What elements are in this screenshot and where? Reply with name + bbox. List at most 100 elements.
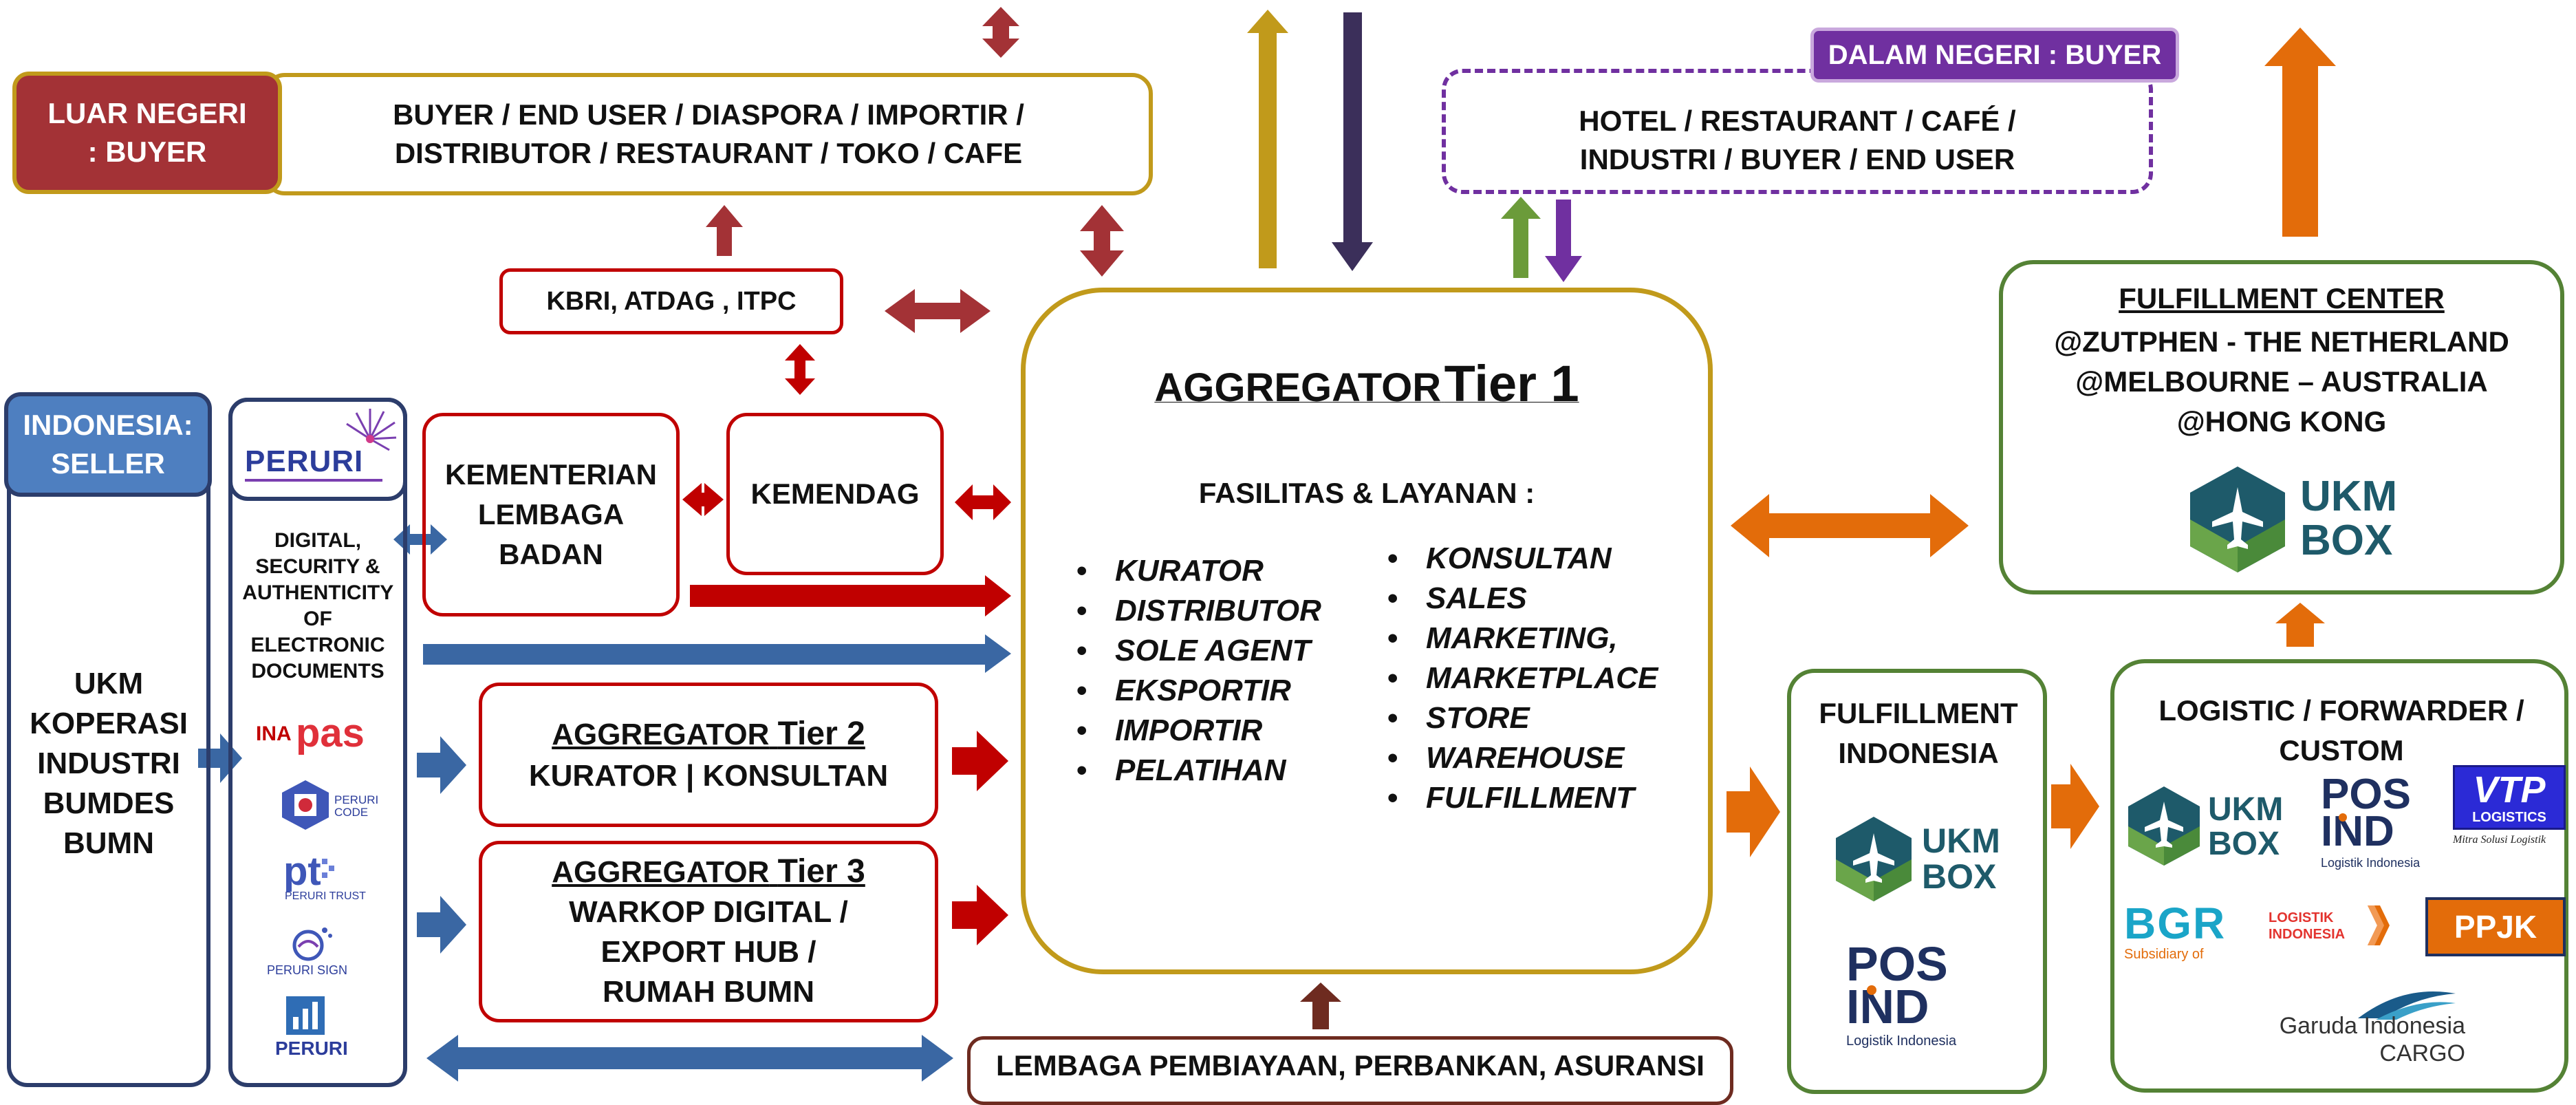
bgr-right: LOGISTIK INDONESIA xyxy=(2269,910,2346,942)
red-arrow-tier2 xyxy=(952,731,1008,791)
red-double-horizontal-kemendag xyxy=(955,484,1011,520)
kemendag-box: KEMENDAG xyxy=(726,413,944,575)
peruri-graph-text: PERURI xyxy=(275,1038,348,1059)
maroon-up-arrow-lembaga xyxy=(1300,983,1341,1029)
bgr-chevron-icon xyxy=(2368,905,2390,945)
service-item: MARKETING, xyxy=(1378,619,1658,658)
blue-arrow-tier3 xyxy=(417,896,466,954)
red-double-horizontal-kbri xyxy=(885,289,991,333)
peruri-code-text: PERURI CODE xyxy=(334,793,379,819)
peruri-description-text: DIGITAL, SECURITY & AUTHENTICITY OF ELEC… xyxy=(242,529,394,683)
tier2-sub: KURATOR | KONSULTAN xyxy=(528,758,889,793)
luar-negeri-label: LUAR NEGERI : BUYER xyxy=(12,72,282,194)
tier3-tier: Tier 3 xyxy=(777,852,865,890)
kemendag-text: KEMENDAG xyxy=(750,478,920,510)
service-item: EKSPORTIR xyxy=(1067,671,1321,711)
seller-list: UKM KOPERASI INDUSTRI BUMDES BUMN xyxy=(30,661,188,867)
orange-small-up-arrow xyxy=(2275,603,2325,647)
seller-list-text: UKM KOPERASI INDUSTRI BUMDES BUMN xyxy=(30,667,188,860)
kementerian-text: KEMENTERIAN LEMBAGA BADAN xyxy=(445,458,658,570)
location-item: @MELBOURNE – AUSTRALIA xyxy=(2075,365,2488,398)
peruri-trust-text: PERURI TRUST xyxy=(285,890,366,902)
vtp-logo: VTP LOGISTICS Mitra Solusi Logistik xyxy=(2453,765,2567,861)
aggregator-tier2-box: AGGREGATOR Tier 2 KURATOR | KONSULTAN xyxy=(479,683,938,827)
posind-dot xyxy=(2339,813,2347,822)
lembaga-text: LEMBAGA PEMBIAYAAN, PERBANKAN, ASURANSI xyxy=(996,1049,1704,1082)
vtp-name: VTP xyxy=(2473,769,2546,811)
fulfillment-center-title: FULFILLMENT CENTER xyxy=(2119,282,2445,314)
fulfillment-center-locations: @ZUTPHEN - THE NETHERLAND @MELBOURNE – A… xyxy=(2003,322,2560,442)
ukm-box-line2: BOX xyxy=(2208,826,2280,862)
tier1-title: AGGREGATOR xyxy=(1154,365,1442,410)
blue-arrow-tier2 xyxy=(417,736,466,794)
red-double-vertical-kbri-kemendag xyxy=(785,344,815,395)
ppjk-text: PPJK xyxy=(2454,909,2537,945)
fulfillment-indonesia-box: FULFILLMENT INDONESIA UKM BOX POS IND Lo… xyxy=(1787,669,2047,1094)
service-item: KURATOR xyxy=(1067,551,1321,591)
navy-down-arrow xyxy=(1332,12,1373,271)
blue-long-arrow xyxy=(423,634,1011,673)
inapas-logo: INA pas xyxy=(256,711,393,758)
tier1-services-left: KURATOR DISTRIBUTOR SOLE AGENT EKSPORTIR… xyxy=(1067,551,1321,791)
peruri-description: DIGITAL, SECURITY & AUTHENTICITY OF ELEC… xyxy=(242,520,394,692)
dalam-negeri-buyers-text: HOTEL / RESTAURANT / CAFÉ / INDUSTRI / B… xyxy=(1579,105,2016,175)
indonesia-seller-label-text: INDONESIA: SELLER xyxy=(23,409,193,480)
service-item: PELATIHAN xyxy=(1067,751,1321,791)
kementerian-box: KEMENTERIAN LEMBAGA BADAN xyxy=(422,413,680,616)
posind-logo-logistic: POS IND Logistik Indonesia xyxy=(2321,773,2445,870)
garuda-wing-icon xyxy=(2358,991,2456,1020)
location-item: @HONG KONG xyxy=(2176,405,2387,438)
service-item: MARKETPLACE xyxy=(1378,658,1658,698)
peruri-trust-logo: pt PERURI TRUST xyxy=(278,850,402,905)
service-item: STORE xyxy=(1378,698,1658,738)
peruri-code-logo: PERURI CODE xyxy=(278,777,402,833)
lembaga-box: LEMBAGA PEMBIAYAAN, PERBANKAN, ASURANSI xyxy=(967,1036,1733,1105)
ukm-box-icon xyxy=(2128,786,2200,866)
posind-logo-indonesia: POS IND Logistik Indonesia xyxy=(1846,940,1998,1049)
peruri-graph-icon xyxy=(286,996,325,1035)
posind-tagline: Logistik Indonesia xyxy=(2321,856,2421,870)
tier3-heading: AGGREGATOR Tier 3 xyxy=(552,852,865,892)
service-item: FULFILLMENT xyxy=(1378,778,1658,818)
inapas-pas-text: pas xyxy=(296,711,365,755)
green-up-arrow xyxy=(1501,197,1541,278)
ukm-box-text: UKM BOX xyxy=(2208,793,2283,861)
ukm-box-line1: UKM xyxy=(1922,822,2000,860)
service-item: SALES xyxy=(1378,579,1658,619)
svg-text:pt: pt xyxy=(283,850,321,892)
ppjk-badge: PPJK xyxy=(2425,897,2566,956)
double-arrow-top-left xyxy=(982,7,1019,58)
service-item: SOLE AGENT xyxy=(1067,631,1321,671)
ukm-box-line1: UKM xyxy=(2300,473,2398,520)
peruri-sign-logo: PERURI SIGN xyxy=(264,922,402,977)
posind-tagline: Logistik Indonesia xyxy=(1846,1033,1957,1049)
logistic-title: LOGISTIC / FORWARDER / CUSTOM xyxy=(2158,694,2524,766)
orange-arrow-fulfillment xyxy=(1727,766,1780,857)
ukm-box-line2: BOX xyxy=(2300,517,2393,564)
blue-double-arrow-bottom xyxy=(426,1035,953,1082)
garuda-line1: Garuda Indonesia xyxy=(2279,1013,2465,1039)
posind-line1: POS xyxy=(2321,771,2411,818)
vtp-sub: LOGISTICS xyxy=(2472,810,2546,825)
peruri-burst-icon xyxy=(346,409,397,451)
tier1-heading: AGGREGATOR Tier 1 xyxy=(1026,354,1708,413)
indonesia-seller-label: INDONESIA: SELLER xyxy=(4,392,212,497)
orange-double-arrow xyxy=(1731,494,1969,557)
posind-line2: IND xyxy=(2321,808,2394,855)
posind-dot xyxy=(1867,985,1876,995)
aggregator-tier1-box: AGGREGATOR Tier 1 FASILITAS & LAYANAN : … xyxy=(1021,288,1713,974)
luar-negeri-label-text: LUAR NEGERI : BUYER xyxy=(47,97,247,168)
red-double-vertical-top xyxy=(1080,205,1124,277)
ukm-box-icon xyxy=(1836,817,1912,901)
ukm-box-line1: UKM xyxy=(2208,791,2284,828)
red-up-arrow-kbri xyxy=(706,205,743,256)
aggregator-tier3-box: AGGREGATOR Tier 3 WARKOP DIGITAL / EXPOR… xyxy=(479,841,938,1022)
garuda-line2: CARGO xyxy=(2379,1040,2465,1066)
red-double-horizontal-kem xyxy=(682,483,724,516)
ukm-box-logo-center: UKM BOX xyxy=(2186,464,2406,574)
purple-down-arrow xyxy=(1545,200,1582,282)
tier1-tier: Tier 1 xyxy=(1444,355,1579,412)
ukm-box-text: UKM BOX xyxy=(2300,475,2397,563)
vtp-badge: VTP LOGISTICS xyxy=(2453,765,2566,830)
